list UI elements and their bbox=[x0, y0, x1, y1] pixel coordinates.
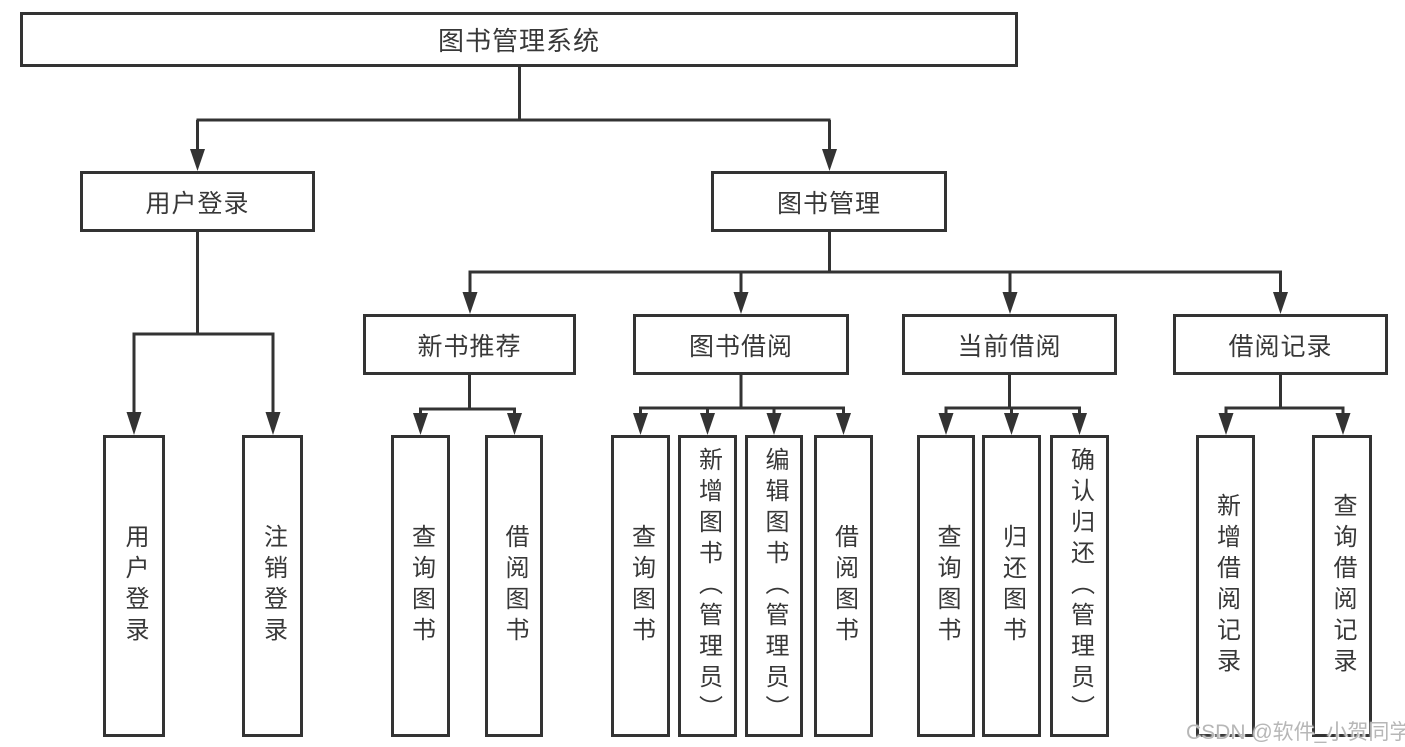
leaf-logout: 注销登录 bbox=[242, 435, 303, 737]
leaf-user-login: 用户登录 bbox=[103, 435, 165, 737]
leaf-logout-label: 注销登录 bbox=[259, 524, 287, 648]
leaf-add-borrow-record: 新增借阅记录 bbox=[1196, 435, 1255, 737]
leaf-edit-book-admin: 编辑图书（管理员） bbox=[745, 435, 803, 737]
node-book-borrow: 图书借阅 bbox=[633, 314, 849, 375]
leaf-borrow-books-label: 借阅图书 bbox=[830, 524, 858, 648]
node-system-root: 图书管理系统 bbox=[20, 12, 1018, 67]
node-book-management: 图书管理 bbox=[711, 171, 947, 232]
leaf-query-books-current-label: 查询图书 bbox=[933, 524, 960, 648]
leaf-query-borrow-record: 查询借阅记录 bbox=[1312, 435, 1372, 737]
leaf-query-books-current: 查询图书 bbox=[917, 435, 975, 737]
node-user-login: 用户登录 bbox=[80, 171, 315, 232]
node-current-borrow: 当前借阅 bbox=[902, 314, 1117, 375]
leaf-confirm-return-admin: 确认归还（管理员） bbox=[1050, 435, 1109, 737]
leaf-return-books-label: 归还图书 bbox=[998, 524, 1026, 648]
leaf-borrow-books-recommend-label: 借阅图书 bbox=[501, 524, 528, 648]
leaf-return-books: 归还图书 bbox=[982, 435, 1041, 737]
leaf-confirm-return-admin-label: 确认归还（管理员） bbox=[1066, 446, 1094, 726]
leaf-add-book-admin: 新增图书（管理员） bbox=[678, 435, 737, 737]
leaf-edit-book-admin-label: 编辑图书（管理员） bbox=[761, 446, 788, 726]
leaf-borrow-books: 借阅图书 bbox=[814, 435, 873, 737]
leaf-query-books-recommend: 查询图书 bbox=[391, 435, 450, 737]
leaf-add-borrow-record-label: 新增借阅记录 bbox=[1212, 493, 1240, 679]
leaf-user-login-label: 用户登录 bbox=[121, 524, 148, 648]
leaf-query-books-recommend-label: 查询图书 bbox=[407, 524, 435, 648]
leaf-borrow-books-recommend: 借阅图书 bbox=[485, 435, 543, 737]
leaf-query-books-borrow-label: 查询图书 bbox=[627, 524, 655, 648]
leaf-query-books-borrow: 查询图书 bbox=[611, 435, 670, 737]
node-new-book-recommend: 新书推荐 bbox=[363, 314, 576, 375]
node-borrow-records: 借阅记录 bbox=[1173, 314, 1388, 375]
csdn-watermark: CSDN @软件_小贺同学 bbox=[1186, 721, 1405, 744]
leaf-query-borrow-record-label: 查询借阅记录 bbox=[1329, 493, 1356, 679]
leaf-add-book-admin-label: 新增图书（管理员） bbox=[694, 446, 722, 726]
